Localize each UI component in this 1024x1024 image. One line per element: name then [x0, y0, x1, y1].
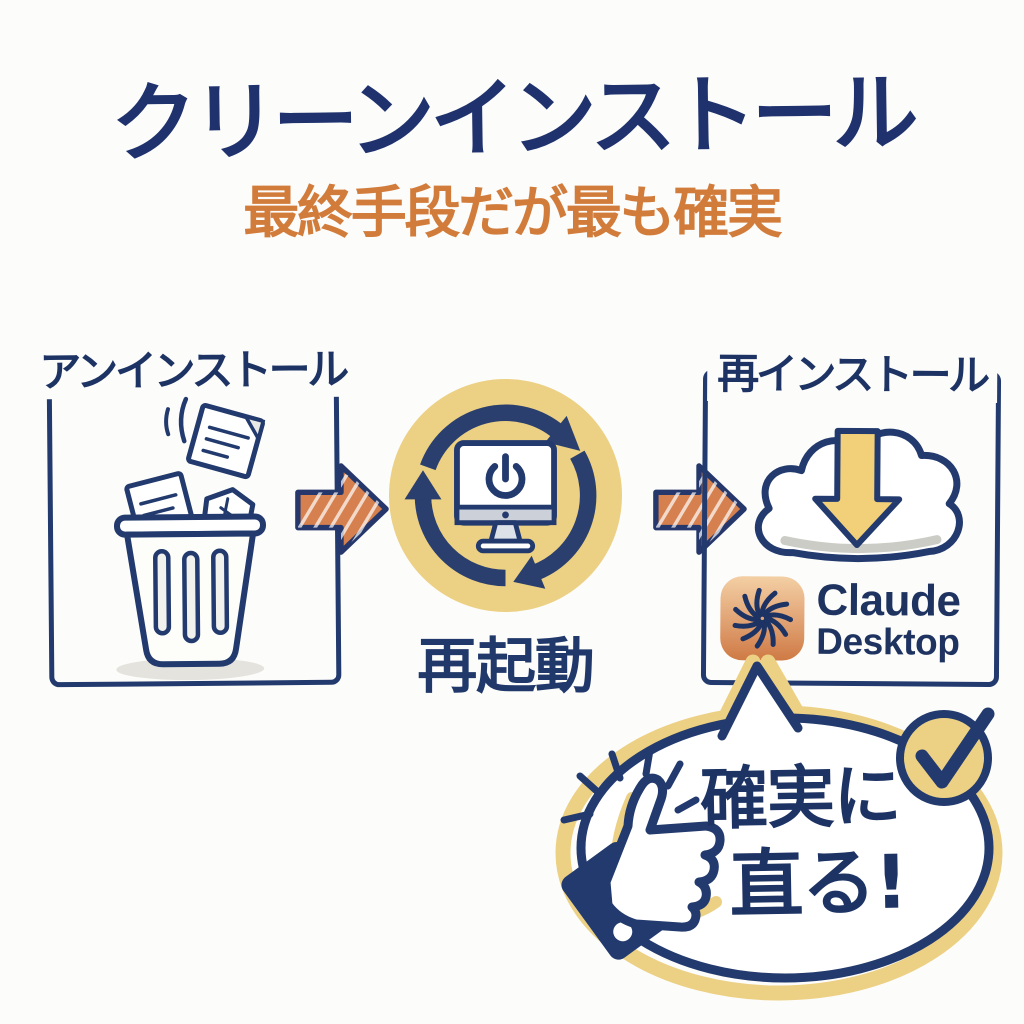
app-name-block: Claude Desktop [816, 575, 961, 662]
callout-line2: 直る! [728, 839, 908, 929]
reinstall-step-box: 再インストール [700, 339, 1002, 688]
cloud-download-icon [754, 427, 963, 563]
emphasis-lines-icon [560, 746, 700, 824]
hand-icon [601, 773, 725, 932]
restart-cycle-badge [389, 379, 622, 612]
restart-cycle-icon [404, 404, 597, 589]
uninstall-step-box: アンインストール [29, 335, 357, 688]
app-name: Claude [816, 575, 961, 626]
paper-sheet-icon [186, 402, 266, 480]
restart-label: 再起動 [417, 632, 595, 702]
flow-arrow-icon [653, 463, 747, 555]
claude-spiral-icon [732, 587, 794, 649]
page-title: クリーンインストール [110, 63, 914, 175]
reinstall-label: 再インストール [707, 339, 998, 404]
download-arrow-icon [812, 427, 903, 549]
power-icon [485, 453, 526, 499]
claude-logo-icon [720, 576, 805, 661]
page-subtitle: 最終手段だが最も確実 [243, 181, 783, 246]
app-identity: Claude Desktop [720, 575, 1001, 662]
check-circle-icon [896, 707, 995, 806]
flow-arrow-icon [295, 463, 389, 555]
trash-icon [113, 396, 266, 681]
thumbs-up-icon [560, 746, 725, 960]
monitor-icon [454, 440, 557, 554]
